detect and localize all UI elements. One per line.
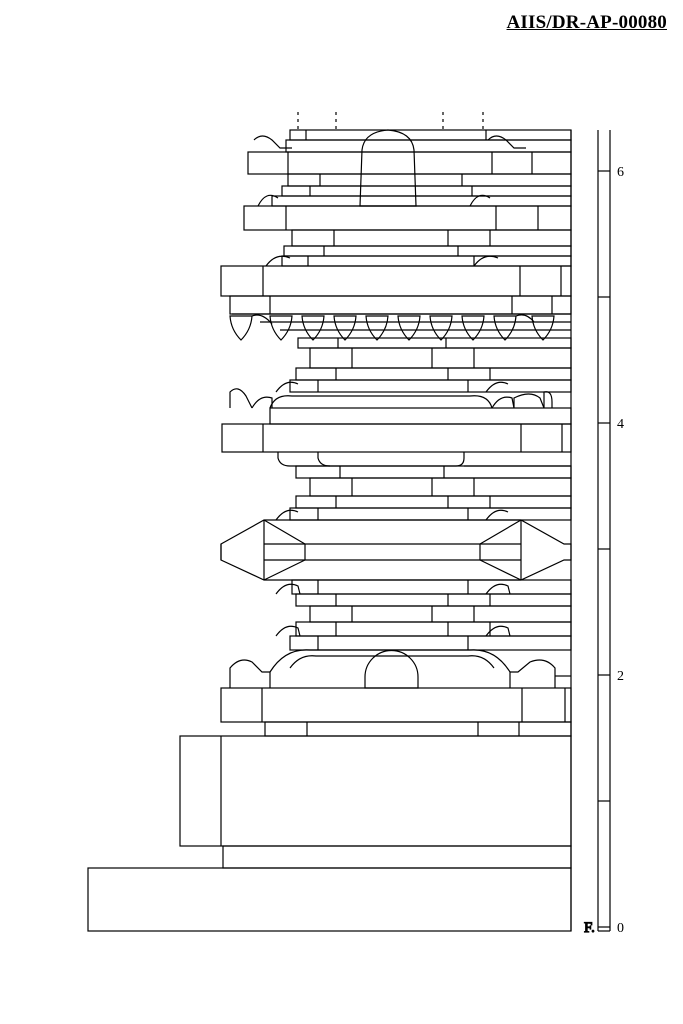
upapitha-base xyxy=(87,867,572,932)
tier-1-cornice xyxy=(220,687,572,723)
document-id: AIIS/DR-AP-00080 xyxy=(506,12,667,33)
kapota-band xyxy=(220,507,572,581)
scale-bar: 0 2 4 6 xyxy=(597,130,624,936)
tier-2-cornice xyxy=(221,423,572,453)
tier-3-cornice xyxy=(220,265,572,297)
projecting-eave xyxy=(220,519,572,581)
lotus-petal-band xyxy=(229,313,571,341)
tier-3 xyxy=(220,173,572,315)
tier-1 xyxy=(220,579,572,723)
floor-label: F. xyxy=(584,920,595,936)
base-moulding-strip xyxy=(264,721,572,737)
adhishthana-block xyxy=(179,735,572,847)
scale-label-2: 2 xyxy=(617,669,624,684)
finial-arch xyxy=(359,129,417,207)
plinth xyxy=(87,721,572,932)
scale-label-4: 4 xyxy=(617,417,624,432)
scale-label-6: 6 xyxy=(617,165,624,180)
base-band xyxy=(222,845,572,869)
kudu-arch-lower xyxy=(364,649,419,689)
crown xyxy=(247,112,572,207)
tier-3-upper-cornice xyxy=(243,205,572,231)
tier-2 xyxy=(221,337,572,509)
scale-label-0: 0 xyxy=(617,921,624,936)
